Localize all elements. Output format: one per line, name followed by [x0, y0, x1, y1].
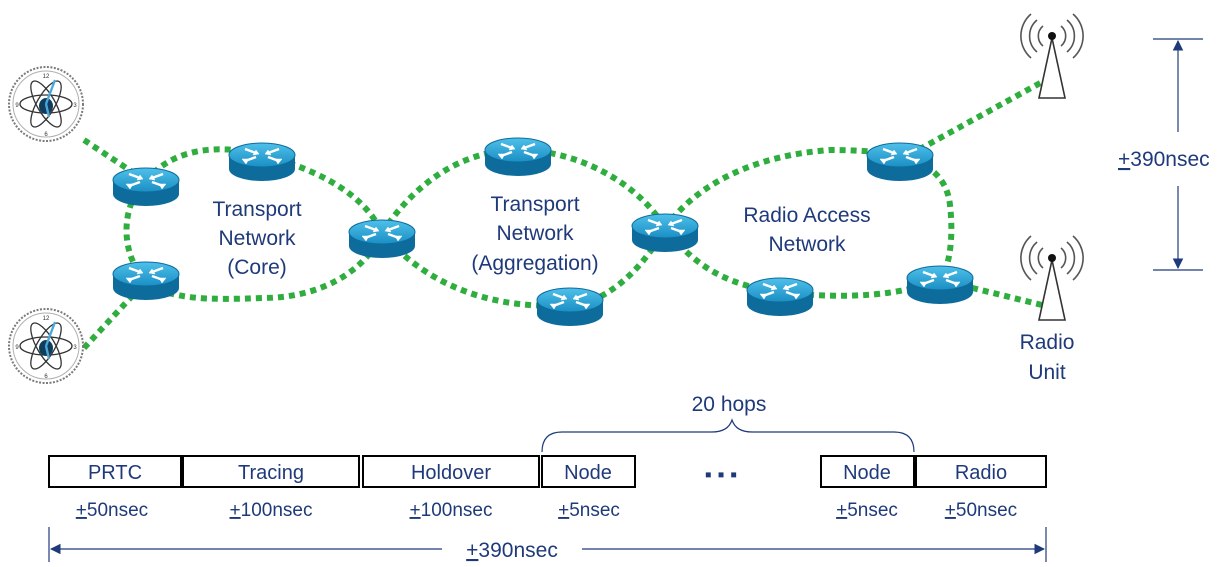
router-icon — [347, 218, 417, 260]
router-icon — [111, 260, 181, 302]
router-icon — [483, 136, 553, 178]
radio-access-network-label: Radio Access Network — [743, 204, 870, 256]
tracing-box-label: Tracing — [238, 462, 304, 484]
prtc-box — [48, 455, 182, 488]
holdover-box-label: Holdover — [411, 462, 491, 484]
core-network-label: Transport Network (Core) — [212, 198, 301, 279]
svg-text:Transport: Transport — [490, 193, 579, 216]
node-box-first — [541, 455, 636, 488]
svg-text:Unit: Unit — [1028, 361, 1066, 384]
router-icon — [111, 166, 181, 208]
timeline-boxes: PRTC Tracing Holdover Node ▪ ▪ ▪ Node Ra… — [48, 455, 1047, 488]
radio-antenna-icon — [1020, 13, 1084, 99]
router-icon — [905, 264, 975, 306]
svg-text:(Aggregation): (Aggregation) — [471, 252, 598, 275]
aggregation-ring — [378, 146, 669, 309]
total-budget-label: +390nsec — [466, 539, 558, 562]
holdover-box — [362, 455, 540, 488]
vertical-budget-arrow: +390nsec — [1118, 38, 1210, 271]
router-icon — [535, 286, 605, 328]
node-box-label: Node — [564, 462, 612, 484]
tracing-box — [182, 455, 360, 488]
svg-text:(Core): (Core) — [227, 256, 287, 279]
hops-label: 20 hops — [692, 393, 767, 416]
svg-text:Radio Access: Radio Access — [743, 204, 870, 227]
vertical-budget-label: +390nsec — [1118, 148, 1210, 171]
link-clock1-router — [82, 137, 148, 184]
router-icon — [227, 141, 297, 183]
ran-ring — [661, 146, 955, 299]
radio-unit-label: Radio Unit — [1020, 331, 1075, 384]
node-box-last — [820, 455, 915, 488]
prtc-box-label: PRTC — [88, 462, 142, 484]
hops-brace: 20 hops — [541, 393, 915, 453]
ellipsis: ▪ ▪ ▪ — [705, 464, 737, 486]
svg-text:Network: Network — [496, 222, 574, 245]
node-first-value: +5nsec — [558, 500, 620, 521]
radio-box — [915, 455, 1047, 488]
svg-text:Radio: Radio — [1020, 331, 1075, 354]
tracing-value: +100nsec — [230, 500, 313, 521]
radio-antenna-icon — [1020, 235, 1084, 321]
svg-text:Network: Network — [218, 227, 296, 250]
total-budget-arrow: +390nsec — [48, 527, 1047, 562]
radio-box-label: Radio — [955, 462, 1007, 484]
atomic-clock-icon — [7, 307, 85, 385]
radio-value: +50nsec — [945, 500, 1017, 521]
aggregation-network-label: Transport Network (Aggregation) — [471, 193, 598, 275]
svg-text:Transport: Transport — [212, 198, 301, 221]
atomic-clock-icon — [7, 65, 85, 143]
prtc-value: +50nsec — [76, 500, 148, 521]
holdover-value: +100nsec — [410, 500, 493, 521]
link-clock2-router — [81, 278, 149, 351]
node-box-label: Node — [843, 462, 891, 484]
router-icon — [745, 276, 815, 318]
router-icon — [865, 141, 935, 183]
timeline-values: +50nsec +100nsec +100nsec +5nsec +5nsec … — [76, 500, 1017, 521]
router-icon — [630, 212, 700, 254]
svg-text:Network: Network — [768, 233, 846, 256]
node-last-value: +5nsec — [836, 500, 898, 521]
